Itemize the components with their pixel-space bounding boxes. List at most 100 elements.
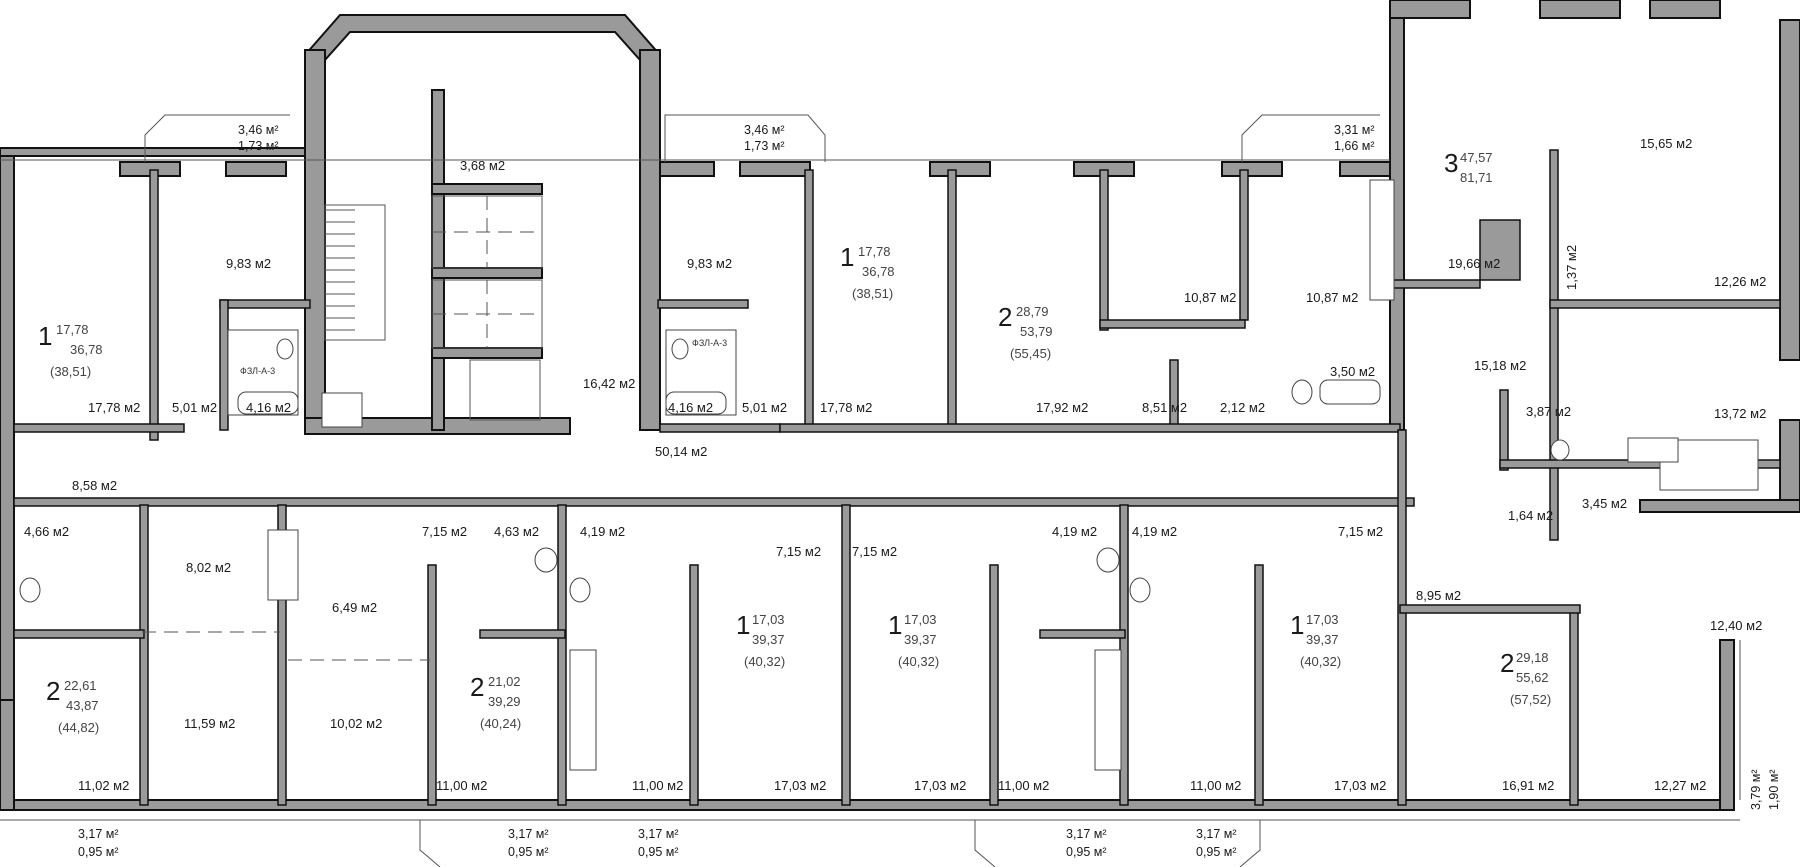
room-area-label: 17,03 м2: [914, 778, 966, 793]
apartment-summary: 1 17,03 39,37 (40,32): [736, 610, 785, 669]
room-area-label: 11,00 м2: [632, 778, 683, 793]
labels: 3,46 м² 1,73 м² 3,46 м² 1,73 м² 3,31 м² …: [24, 123, 1781, 859]
apartment-living-area: 17,03: [1306, 612, 1339, 627]
room-area-label: 11,59 м2: [184, 716, 235, 731]
balcony-area-label: 1,66 м²: [1334, 139, 1375, 153]
balcony-area-label: 3,17 м²: [78, 827, 119, 841]
apartment-rooms: 3: [1444, 148, 1458, 178]
apartment-summary: 2 22,61 43,87 (44,82): [46, 676, 99, 735]
room-area-label: 16,42 м2: [583, 376, 635, 391]
outdoor-lines: [0, 114, 1741, 867]
room-area-label: 17,03 м2: [774, 778, 826, 793]
room-area-label: 19,66 м2: [1448, 256, 1500, 271]
apartment-total-area: 39,29: [488, 694, 521, 709]
balcony-area-label: 0,95 м²: [1196, 845, 1237, 859]
walls: [0, 0, 1800, 811]
room-area-label: 50,14 м2: [655, 444, 707, 459]
apartment-total-area: 53,79: [1020, 324, 1053, 339]
apartment-rooms: 1: [888, 610, 902, 640]
apartment-living-area: 47,57: [1460, 150, 1493, 165]
balcony-area-label: 3,17 м²: [638, 827, 679, 841]
apartment-full-area: (40,24): [480, 716, 521, 731]
shaft-label: ФЗЛ-А-3: [240, 366, 275, 376]
room-area-label: 12,40 м2: [1710, 618, 1762, 633]
balcony-area-label: 0,95 м²: [1066, 845, 1107, 859]
apartment-rooms: 1: [38, 321, 52, 351]
apartment-total-area: 55,62: [1516, 670, 1549, 685]
apartment-living-area: 28,79: [1016, 304, 1049, 319]
room-area-label: 4,19 м2: [1132, 524, 1177, 539]
balcony-area-label: 3,46 м²: [744, 123, 785, 137]
room-area-label: 7,15 м2: [422, 524, 467, 539]
apartment-living-area: 22,61: [64, 678, 97, 693]
room-area-label: 11,00 м2: [1190, 778, 1241, 793]
room-area-label: 3,87 м2: [1526, 404, 1571, 419]
apartment-rooms: 1: [736, 610, 750, 640]
balcony-area-label: 3,31 м²: [1334, 123, 1375, 137]
apartment-total-area: 43,87: [66, 698, 99, 713]
apartment-total-area: 39,37: [752, 632, 785, 647]
room-area-label: 17,03 м2: [1334, 778, 1386, 793]
room-area-label: 12,26 м2: [1714, 274, 1766, 289]
room-area-label: 9,83 м2: [687, 256, 732, 271]
apartment-full-area: (40,32): [898, 654, 939, 669]
room-area-label: 5,01 м2: [172, 400, 217, 415]
room-area-label: 15,18 м2: [1474, 358, 1526, 373]
apartment-rooms: 2: [998, 302, 1012, 332]
room-area-label: 8,51 м2: [1142, 400, 1187, 415]
room-area-label: 4,16 м2: [246, 400, 291, 415]
room-area-label: 11,02 м2: [78, 778, 129, 793]
room-area-label: 8,02 м2: [186, 560, 231, 575]
room-area-label: 3,68 м2: [460, 158, 505, 173]
apartment-full-area: (38,51): [50, 364, 91, 379]
room-area-label: 17,92 м2: [1036, 400, 1088, 415]
apartment-total-area: 36,78: [862, 264, 895, 279]
room-area-label: 11,00 м2: [998, 778, 1049, 793]
room-area-label: 8,58 м2: [72, 478, 117, 493]
apartment-total-area: 39,37: [1306, 632, 1339, 647]
room-area-label: 17,78 м2: [820, 400, 872, 415]
room-area-label: 9,83 м2: [226, 256, 271, 271]
apartment-living-area: 21,02: [488, 674, 521, 689]
room-area-label: 15,65 м2: [1640, 136, 1692, 151]
apartment-full-area: (38,51): [852, 286, 893, 301]
apartment-total-area: 39,37: [904, 632, 937, 647]
apartment-total-area: 36,78: [70, 342, 103, 357]
apartment-summary: 1 17,78 36,78 (38,51): [840, 242, 895, 301]
room-area-label: 17,78 м2: [88, 400, 140, 415]
balcony-area-label: 3,17 м²: [1196, 827, 1237, 841]
apartment-rooms: 1: [840, 242, 854, 272]
room-area-label: 1,37 м2: [1564, 245, 1579, 290]
apartment-full-area: (55,45): [1010, 346, 1051, 361]
apartment-full-area: (57,52): [1510, 692, 1551, 707]
room-area-label: 7,15 м2: [776, 544, 821, 559]
apartment-summary: 2 29,18 55,62 (57,52): [1500, 648, 1551, 707]
apartment-rooms: 2: [1500, 648, 1514, 678]
apartment-summary: 2 21,02 39,29 (40,24): [470, 672, 521, 731]
apartment-rooms: 2: [470, 672, 484, 702]
apartment-living-area: 29,18: [1516, 650, 1549, 665]
room-area-label: 16,91 м2: [1502, 778, 1554, 793]
room-area-label: 12,27 м2: [1654, 778, 1706, 793]
room-area-label: 3,50 м2: [1330, 364, 1375, 379]
apartment-summary: 3 47,57 81,71: [1444, 148, 1493, 185]
apartment-living-area: 17,03: [904, 612, 937, 627]
apartment-summary: 1 17,03 39,37 (40,32): [1290, 610, 1341, 669]
room-area-label: 4,66 м2: [24, 524, 69, 539]
apartment-full-area: (44,82): [58, 720, 99, 735]
apartment-summary: 1 17,78 36,78 (38,51): [38, 321, 103, 379]
room-area-label: 11,00 м2: [436, 778, 487, 793]
room-area-label: 5,01 м2: [742, 400, 787, 415]
room-area-label: 7,15 м2: [1338, 524, 1383, 539]
room-area-label: 7,15 м2: [852, 544, 897, 559]
room-area-label: 6,49 м2: [332, 600, 377, 615]
apartment-summary: 2 28,79 53,79 (55,45): [998, 302, 1053, 361]
balcony-area-label: 3,79 м²: [1749, 769, 1763, 810]
balcony-area-label: 1,90 м²: [1767, 769, 1781, 810]
room-area-label: 4,63 м2: [494, 524, 539, 539]
room-area-label: 4,16 м2: [668, 400, 713, 415]
balcony-area-label: 0,95 м²: [78, 845, 119, 859]
stair-and-lifts: [321, 195, 543, 428]
room-area-label: 10,02 м2: [330, 716, 382, 731]
